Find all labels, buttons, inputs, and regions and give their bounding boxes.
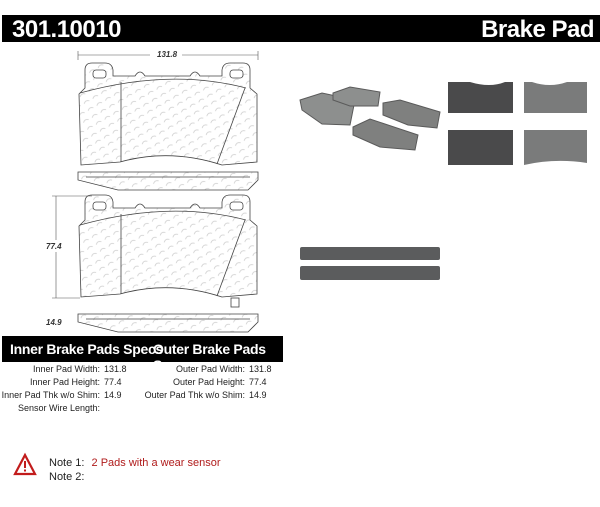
product-photo-angled bbox=[299, 86, 441, 151]
outer-specs-title: Outer Brake Pads Specs bbox=[153, 341, 266, 373]
pad-side-view-bottom bbox=[77, 313, 259, 333]
note-label: Note 2: bbox=[49, 471, 85, 483]
warning-triangle-icon bbox=[13, 452, 37, 476]
width-dimension-line bbox=[77, 51, 259, 60]
thickness-dimension: 14.9 bbox=[46, 318, 62, 327]
spec-value: 77.4 bbox=[104, 377, 122, 387]
height-dimension: 77.4 bbox=[46, 242, 62, 251]
header-bar: 301.10010 Brake Pad bbox=[2, 15, 600, 43]
spec-value: 131.8 bbox=[249, 364, 272, 374]
spec-label: Outer Pad Width: bbox=[175, 364, 245, 374]
spec-value: 14.9 bbox=[104, 390, 122, 400]
note-label: Note 1: bbox=[49, 457, 85, 469]
height-dimension-line bbox=[52, 195, 92, 299]
inner-specs-title: Inner Brake Pads Specs bbox=[10, 341, 163, 357]
width-dimension: 131.8 bbox=[157, 50, 178, 59]
note-1: Note 1: 2 Pads with a wear sensor bbox=[49, 457, 221, 469]
note-2: Note 2: bbox=[49, 471, 84, 483]
spec-label: Inner Pad Width: bbox=[32, 364, 100, 374]
pad-drawing-bottom bbox=[78, 194, 258, 308]
note-text: 2 Pads with a wear sensor bbox=[91, 457, 221, 469]
specs-header: Inner Brake Pads Specs Outer Brake Pads … bbox=[2, 336, 283, 373]
spec-label: Inner Pad Height: bbox=[29, 377, 100, 387]
spec-value: 131.8 bbox=[104, 364, 127, 374]
spec-label: Inner Pad Thk w/o Shim: bbox=[1, 390, 100, 400]
pad-side-view-top bbox=[77, 171, 259, 191]
part-number: 301.10010 bbox=[12, 16, 121, 43]
wear-sensor-tab bbox=[230, 297, 240, 308]
spec-value: 77.4 bbox=[249, 377, 267, 387]
product-photo-front bbox=[448, 82, 587, 165]
spec-label: Outer Pad Thk w/o Shim: bbox=[144, 390, 245, 400]
spec-label: Outer Pad Height: bbox=[172, 377, 245, 387]
pad-drawing-top bbox=[78, 62, 258, 166]
spec-label: Sensor Wire Length: bbox=[17, 403, 100, 413]
product-photo-side bbox=[300, 247, 440, 280]
product-type: Brake Pad bbox=[481, 16, 594, 43]
spec-value: 14.9 bbox=[249, 390, 267, 400]
